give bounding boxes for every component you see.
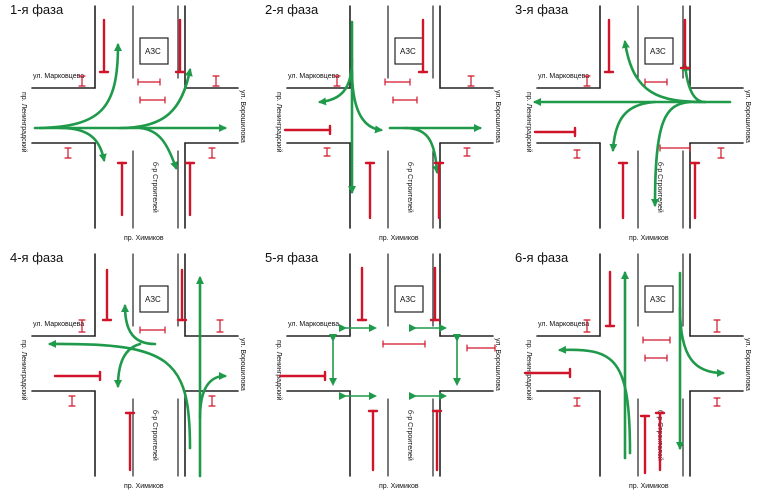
green-turn-arrow (138, 126, 178, 170)
phase-title: 4-я фаза (10, 250, 64, 265)
street-label-bottom: пр. Химиков (124, 483, 164, 490)
green-turn-arrow (350, 68, 383, 134)
gas-station-label: АЗС (145, 295, 161, 304)
gas-station-box (644, 37, 674, 65)
green-turn-arrow (609, 100, 657, 152)
street-label-left: пр. Ленинградский (525, 92, 533, 153)
street-label-right: ул. Ворошилова (239, 90, 246, 143)
street-label-bottom-center: б-р Строителей (151, 162, 159, 213)
green-turn-arrow (121, 304, 157, 346)
green-turn-arrow (558, 345, 632, 455)
gas-station-box (139, 37, 169, 65)
phase-title: 5-я фаза (265, 250, 319, 265)
gas-station-label: АЗС (400, 47, 416, 56)
phase-title: 3-я фаза (515, 2, 569, 17)
gas-station-box (139, 285, 169, 313)
green-turn-arrow (114, 342, 142, 388)
green-turn-arrow (651, 100, 692, 207)
street-label-left: пр. Ленинградский (275, 340, 283, 401)
street-label-top: ул. Марковцева (288, 321, 339, 328)
green-turn-arrow (681, 63, 707, 104)
gas-station-label: АЗС (145, 47, 161, 56)
gas-station-label: АЗС (650, 47, 666, 56)
street-label-right: ул. Ворошилова (744, 90, 751, 143)
green-turn-arrow (678, 306, 725, 377)
street-label-top: ул. Марковцева (33, 73, 84, 80)
green-turn-arrow (58, 126, 107, 162)
green-turn-arrow (198, 372, 227, 420)
green-turn-arrow (118, 68, 193, 130)
green-turn-arrow (38, 43, 122, 130)
street-label-left: пр. Ленинградский (525, 340, 533, 401)
street-label-top: ул. Марковцева (33, 321, 84, 328)
green-turn-arrow (318, 58, 354, 106)
gas-station-box (394, 285, 424, 313)
street-label-bottom: пр. Химиков (379, 483, 419, 490)
gas-station-label: АЗС (400, 295, 416, 304)
street-label-left: пр. Ленинградский (20, 340, 28, 401)
green-turn-arrow (48, 339, 192, 450)
street-label-top: ул. Марковцева (288, 73, 339, 80)
street-label-bottom: пр. Химиков (124, 235, 164, 242)
street-label-left: пр. Ленинградский (275, 92, 283, 153)
street-label-bottom: пр. Химиков (379, 235, 419, 242)
street-label-bottom-center: б-р Строителей (406, 410, 414, 461)
street-label-top: ул. Марковцева (538, 321, 589, 328)
gas-station-box (644, 285, 674, 313)
phase-title: 2-я фаза (265, 2, 319, 17)
street-label-bottom-center: б-р Строителей (406, 162, 414, 213)
street-label-bottom-center: б-р Строителей (151, 410, 159, 461)
street-label-right: ул. Ворошилова (494, 90, 501, 143)
street-label-bottom: пр. Химиков (629, 235, 669, 242)
street-label-top: ул. Марковцева (538, 73, 589, 80)
street-label-right: ул. Ворошилова (744, 338, 751, 391)
phase-title: 6-я фаза (515, 250, 569, 265)
street-label-right: ул. Ворошилова (239, 338, 246, 391)
phase-title: 1-я фаза (10, 2, 64, 17)
gas-station-box (394, 37, 424, 65)
street-label-bottom: пр. Химиков (629, 483, 669, 490)
street-label-bottom-center: б-р Строителей (656, 162, 664, 213)
street-label-right: ул. Ворошилова (494, 338, 501, 391)
street-label-left: пр. Ленинградский (20, 92, 28, 153)
gas-station-label: АЗС (650, 295, 666, 304)
